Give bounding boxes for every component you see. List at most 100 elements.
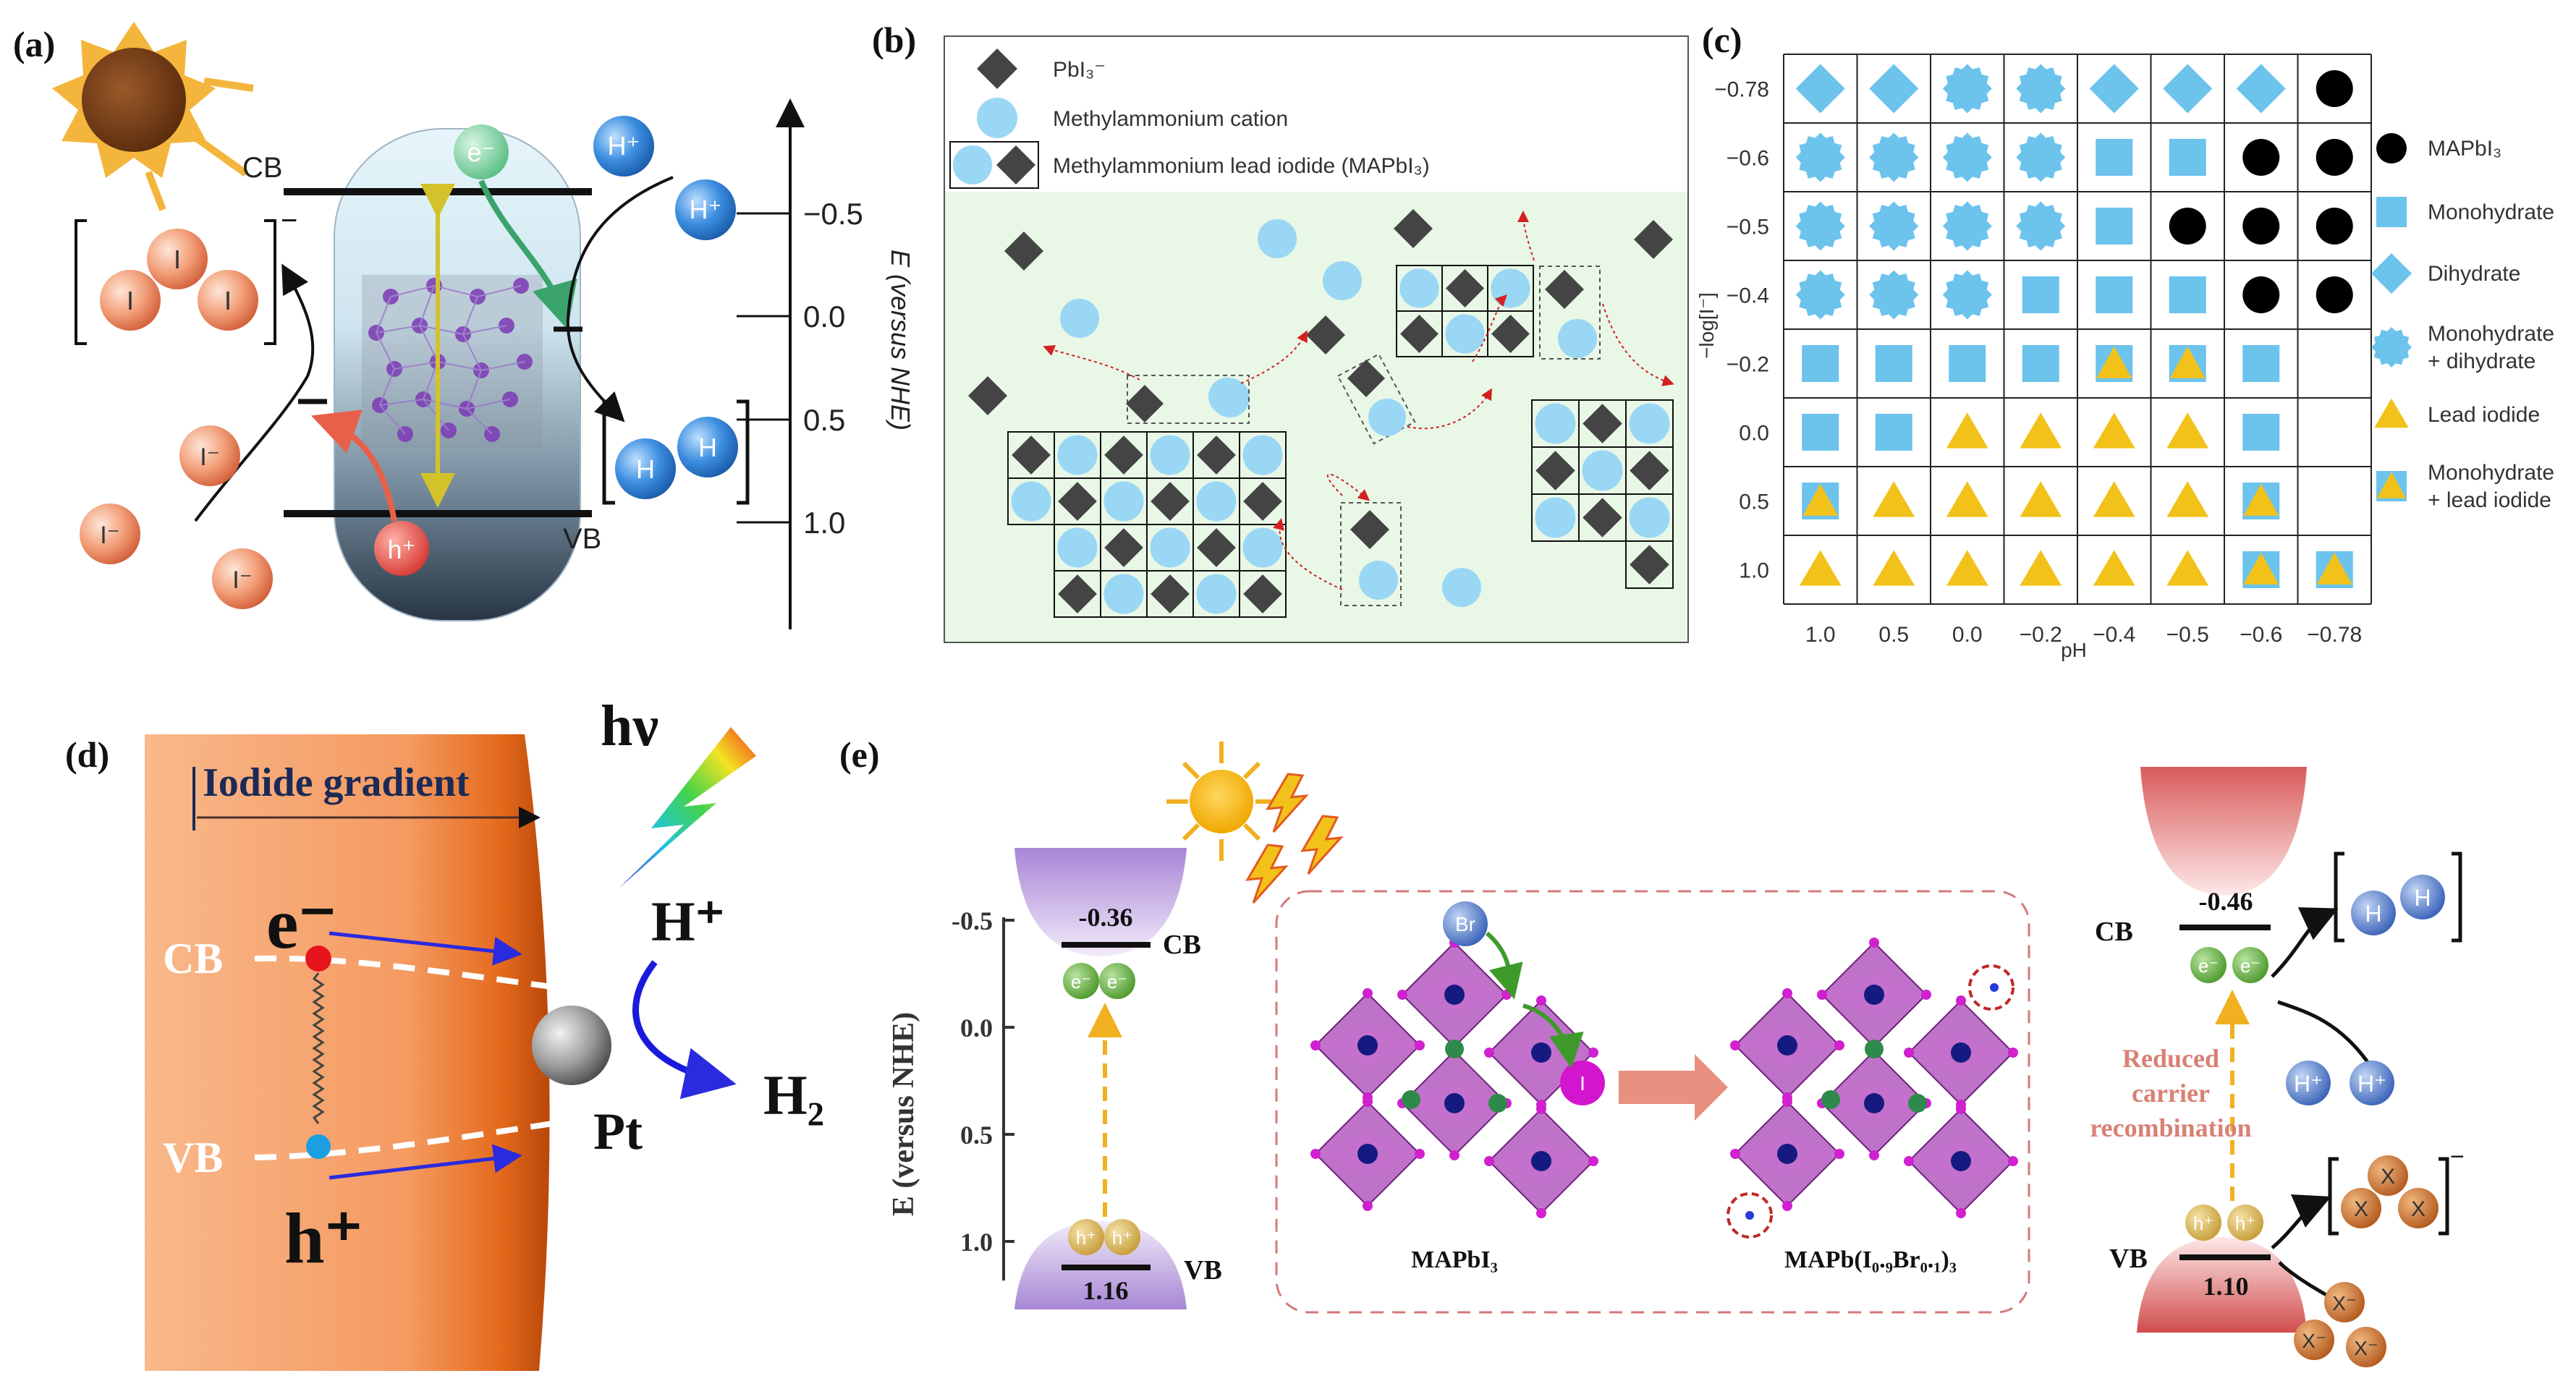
pbi3-diamond bbox=[1394, 209, 1433, 248]
panel-label-a: (a) bbox=[13, 24, 55, 64]
right-cb-label: CB bbox=[2095, 917, 2133, 947]
iodine-bracket-left bbox=[75, 219, 87, 345]
methylammonium-circle bbox=[1258, 219, 1297, 258]
iodine-site bbox=[1782, 1201, 1792, 1211]
hole-transfer-arrow bbox=[310, 409, 397, 522]
lead-atom bbox=[1777, 1144, 1797, 1164]
hydrogen-label: H bbox=[636, 454, 655, 484]
lead-iodide-marker bbox=[2020, 412, 2062, 449]
e-hole-label: h⁺ bbox=[2235, 1212, 2255, 1234]
br-dopant bbox=[1745, 1211, 1754, 1220]
e-hole-label: h⁺ bbox=[1076, 1227, 1096, 1249]
monohydrate-marker bbox=[1875, 414, 1912, 451]
energy-axis-ticks bbox=[737, 212, 790, 524]
pbi3-diamond bbox=[1004, 232, 1043, 271]
iodine-site bbox=[1782, 1097, 1792, 1107]
perovskite-crystal-icon bbox=[362, 275, 543, 449]
e-hydrogen-label: H bbox=[2414, 885, 2431, 911]
lead-atom bbox=[1864, 1093, 1884, 1113]
lead-iodide-marker bbox=[2166, 412, 2209, 449]
pbi3-diamond bbox=[996, 145, 1035, 184]
h2-evolution-arrow bbox=[2271, 907, 2339, 978]
methylammonium-circle bbox=[1323, 261, 1362, 300]
mapbi3-marker bbox=[2242, 208, 2280, 245]
lead-atom bbox=[1951, 1042, 1971, 1063]
mono-lead-iodide-marker bbox=[2243, 483, 2279, 516]
methylammonium-circle bbox=[1442, 568, 1481, 607]
halide-label: X bbox=[2354, 1197, 2368, 1221]
c-legend-label: MAPbI₃ bbox=[2428, 137, 2501, 161]
methylammonium-circle bbox=[1582, 450, 1623, 491]
monohydrate-marker bbox=[2376, 197, 2407, 227]
assembly-arrow bbox=[1240, 330, 1308, 384]
lead-iodide-marker bbox=[1799, 550, 1842, 586]
iodine-site bbox=[1501, 990, 1512, 1000]
lightning-bolt-icon bbox=[1300, 815, 1344, 875]
doping-box bbox=[1275, 890, 2030, 1314]
pbi3-diamond bbox=[1583, 404, 1622, 443]
iodine-label: I bbox=[224, 286, 232, 315]
e-proton-label: H⁺ bbox=[2357, 1071, 2386, 1097]
panel-b-legend-label: PbI₃⁻ bbox=[1053, 58, 1106, 82]
lead-atom bbox=[1777, 1035, 1797, 1055]
iodine-site bbox=[1904, 1156, 1914, 1166]
halide-oxidation-arrow bbox=[2271, 1194, 2331, 1249]
mono-dihydrate-marker bbox=[2016, 132, 2066, 182]
lead-iodide-marker bbox=[2093, 481, 2135, 517]
pt-cocatalyst bbox=[532, 1006, 611, 1085]
iodine-site bbox=[1536, 995, 1546, 1006]
dihydrate-marker bbox=[2371, 253, 2412, 294]
methylammonium-site bbox=[1402, 1090, 1420, 1109]
iodine-site bbox=[1956, 1104, 1966, 1114]
i-label: I bbox=[1580, 1072, 1585, 1095]
mapbi3-marker bbox=[2316, 70, 2353, 107]
energy-tick: 1.0 bbox=[803, 506, 845, 540]
cb-label: CB bbox=[242, 152, 283, 184]
mapbi3-marker bbox=[2242, 276, 2280, 313]
c-x-tick: 0.5 bbox=[1878, 623, 1909, 647]
proton-ion: H⁺ bbox=[675, 179, 736, 240]
dihydrate-marker bbox=[2163, 64, 2213, 114]
iodine-site bbox=[1415, 1040, 1425, 1050]
lead-atom bbox=[1531, 1042, 1551, 1063]
lead-iodide-marker bbox=[1873, 481, 1915, 517]
dashed-cluster-box bbox=[1539, 266, 1601, 360]
iodine-site bbox=[1484, 1156, 1494, 1166]
lead-iodide-marker bbox=[1946, 550, 1988, 586]
semiconductor-capsule bbox=[334, 128, 581, 621]
pbi3-diamond bbox=[1058, 574, 1097, 613]
monohydrate-marker bbox=[2096, 139, 2133, 176]
iodine-site bbox=[1536, 1104, 1546, 1114]
lead-iodide-marker bbox=[1946, 412, 1988, 449]
mono-dihydrate-marker bbox=[1795, 270, 1845, 320]
sun-icon bbox=[52, 22, 254, 211]
photon-label: hν bbox=[601, 694, 658, 758]
energy-axis-label: E (versus NHE) bbox=[886, 250, 915, 430]
methylammonium-site bbox=[1488, 1094, 1507, 1113]
c-legend-label: Monohydrate bbox=[2428, 461, 2554, 485]
iodide-label: I⁻ bbox=[200, 443, 219, 471]
pbi3-diamond bbox=[1583, 498, 1622, 538]
lead-iodide-marker bbox=[2020, 481, 2062, 517]
panel-a: CB VB e⁻ h⁺ − I I I I⁻ bbox=[52, 22, 915, 629]
c-x-tick: −0.2 bbox=[2020, 623, 2062, 647]
solution-region bbox=[945, 192, 1687, 642]
e-energy-tick: -0.5 bbox=[952, 906, 993, 935]
iodine-site bbox=[1363, 988, 1373, 998]
mono-dihydrate-marker bbox=[1795, 132, 1845, 182]
iodine-site bbox=[1817, 990, 1827, 1000]
electron-drift-arrow bbox=[329, 931, 522, 966]
mono-lead-iodide-marker bbox=[2243, 552, 2279, 585]
monohydrate-marker bbox=[2242, 414, 2280, 451]
exciton-spring bbox=[312, 972, 325, 1124]
monohydrate-marker bbox=[1802, 414, 1839, 451]
mono-dihydrate-marker bbox=[1795, 201, 1845, 251]
iodine-site bbox=[1363, 1201, 1373, 1211]
left-cb-band bbox=[1014, 848, 1187, 956]
lead-iodide-marker bbox=[2166, 550, 2209, 586]
methylammonium-circle bbox=[1535, 403, 1576, 444]
methylammonium-circle bbox=[1445, 314, 1485, 354]
lead-iodide-marker bbox=[1873, 550, 1915, 586]
pbi3-diamond bbox=[1126, 385, 1164, 422]
